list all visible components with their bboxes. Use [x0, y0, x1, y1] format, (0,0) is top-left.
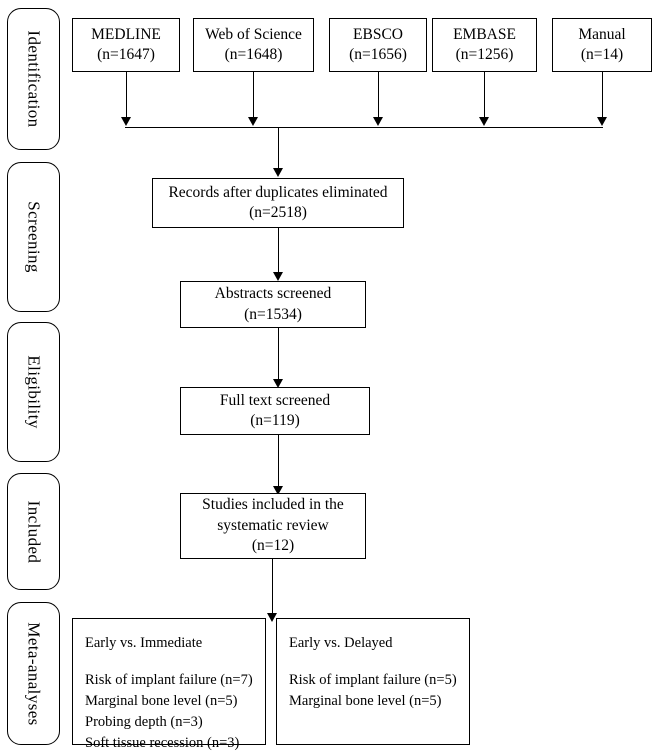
source-name-manual: Manual: [578, 25, 626, 43]
meta-item-marginal-bone-level-delayed: Marginal bone level (n=5): [289, 693, 442, 710]
source-box-manual: Manual (n=14): [552, 18, 652, 72]
step-records-line1: Records after duplicates eliminated: [168, 183, 388, 201]
meta-item-risk-of-implant-failure: Risk of implant failure (n=7): [85, 672, 253, 689]
source-count-ebsco: (n=1656): [349, 46, 407, 63]
step-included-line3: (n=12): [251, 537, 295, 555]
step-box-records: Records after duplicates eliminated (n=2…: [152, 178, 404, 228]
source-name-embase: EMBASE: [453, 25, 516, 43]
meta-item-risk-of-implant-failure-delayed: Risk of implant failure (n=5): [289, 672, 457, 689]
meta-title-early-vs-delayed: Early vs. Delayed: [289, 635, 393, 651]
stage-eligibility: Eligibility: [7, 322, 60, 462]
connector-medline-down: [126, 72, 127, 118]
connector-fulltext-to-included: [278, 435, 279, 487]
meta-item-marginal-bone-level: Marginal bone level (n=5): [85, 693, 238, 710]
arrowhead-fulltext: [273, 379, 283, 388]
step-fulltext-line1: Full text screened: [219, 391, 331, 409]
step-abstracts-line2: (n=1534): [244, 305, 302, 323]
meta-title-early-vs-immediate: Early vs. Immediate: [85, 635, 203, 651]
source-box-embase: EMBASE (n=1256): [432, 18, 537, 72]
step-abstracts-line1: Abstracts screened: [214, 285, 332, 303]
step-box-abstracts: Abstracts screened (n=1534): [180, 281, 366, 328]
stage-included: Included: [7, 473, 60, 590]
connector-records-to-abstracts: [278, 228, 279, 273]
step-box-included: Studies included in the systematic revie…: [180, 493, 366, 559]
stage-label-screening: Screening: [24, 201, 43, 273]
step-records-line2: (n=2518): [249, 204, 307, 221]
arrowhead-abstracts: [273, 272, 283, 281]
connector-embase-down: [484, 72, 485, 118]
source-box-ebsco: EBSCO (n=1656): [329, 18, 427, 72]
stage-label-eligibility: Eligibility: [24, 355, 43, 429]
connector-merge-bus: [125, 127, 603, 128]
arrowhead-records: [273, 168, 283, 177]
step-fulltext-line2: (n=119): [250, 412, 300, 429]
arrowhead-manual: [597, 117, 607, 126]
connector-ebsco-down: [378, 72, 379, 118]
meta-item-soft-tissue-recession: Soft tissue recession (n=3): [85, 735, 240, 752]
connector-included-to-meta: [272, 559, 273, 614]
source-box-web-of-science: Web of Science (n=1648): [193, 18, 314, 72]
stage-meta-analyses: Meta-analyses: [7, 602, 60, 745]
stage-identification: Identification: [7, 8, 60, 150]
source-count-embase: (n=1256): [455, 46, 514, 63]
source-count-manual: (n=14): [580, 46, 624, 63]
source-name-ebsco: EBSCO: [353, 25, 403, 43]
arrowhead-ebsco: [373, 117, 383, 126]
arrowhead-meta: [267, 613, 277, 622]
meta-item-probing-depth: Probing depth (n=3): [85, 714, 203, 731]
meta-box-early-vs-immediate: Early vs. Immediate Risk of implant fail…: [72, 618, 266, 751]
connector-bus-to-records: [278, 127, 279, 169]
stage-label-meta-analyses: Meta-analyses: [24, 621, 43, 726]
meta-box-early-vs-delayed: Early vs. Delayed Risk of implant failur…: [276, 618, 470, 745]
source-box-medline: MEDLINE (n=1647): [72, 18, 180, 72]
connector-abstracts-to-fulltext: [278, 328, 279, 380]
source-count-web-of-science: (n=1648): [224, 46, 283, 63]
source-count-medline: (n=1647): [97, 46, 155, 63]
arrowhead-medline: [121, 117, 131, 126]
step-box-fulltext: Full text screened (n=119): [180, 387, 370, 435]
connector-web-of-science-down: [253, 72, 254, 118]
stage-label-included: Included: [24, 500, 43, 563]
arrowhead-included: [273, 486, 283, 495]
step-included-line1: Studies included in the: [202, 496, 344, 514]
connector-manual-down: [602, 72, 603, 118]
source-name-medline: MEDLINE: [91, 25, 161, 43]
step-included-line2: systematic review: [217, 516, 329, 534]
arrowhead-web-of-science: [248, 117, 258, 126]
arrowhead-embase: [479, 117, 489, 126]
source-name-web-of-science: Web of Science: [205, 25, 302, 43]
stage-label-identification: Identification: [24, 30, 43, 128]
stage-screening: Screening: [7, 162, 60, 312]
